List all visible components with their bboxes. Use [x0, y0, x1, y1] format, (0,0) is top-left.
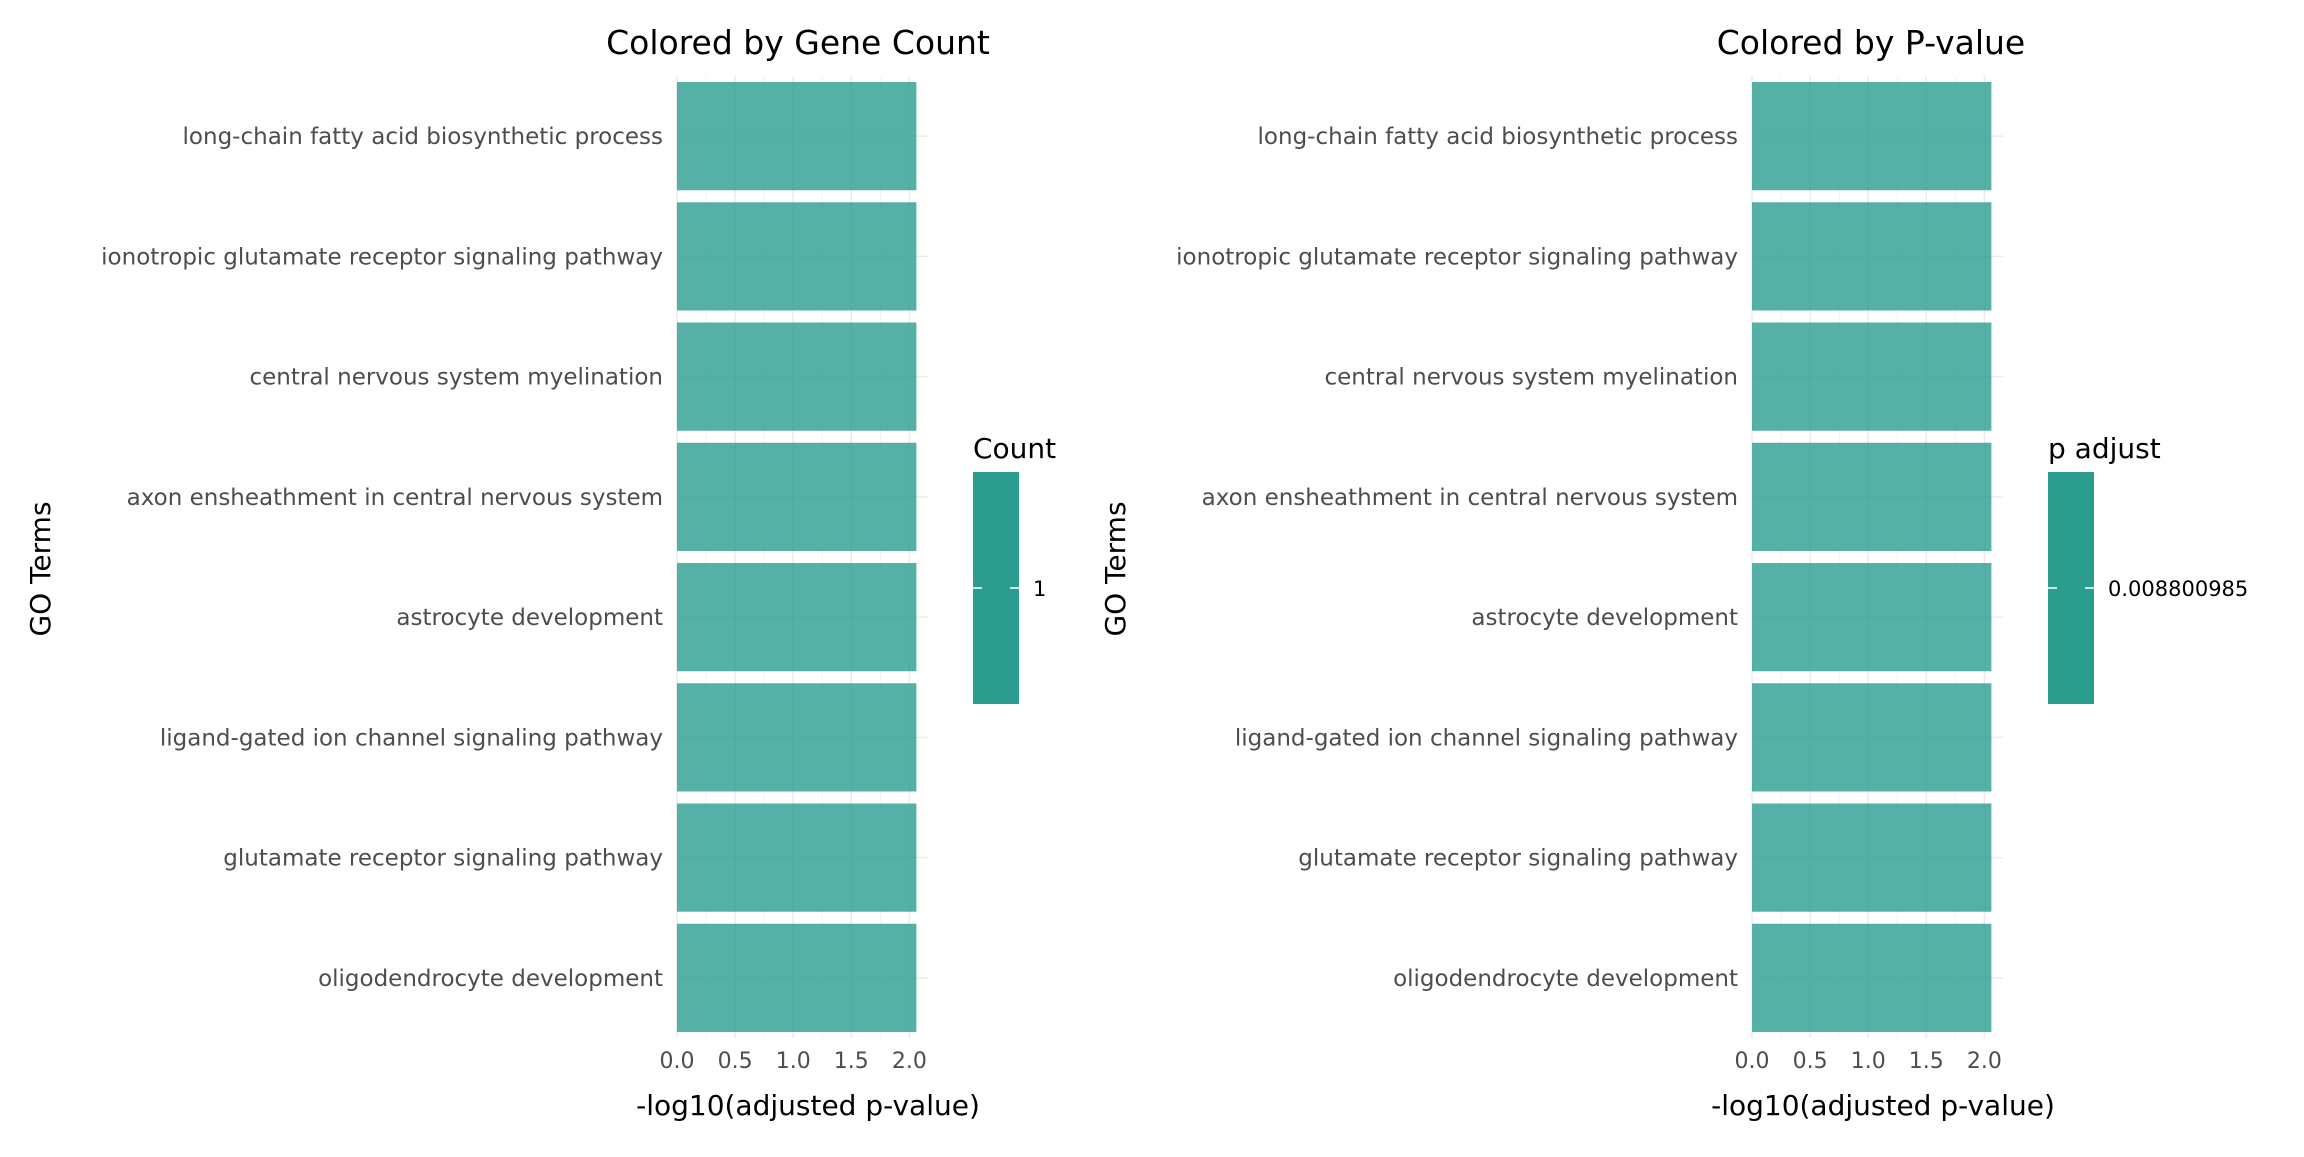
- bar: [677, 442, 917, 551]
- x-tick-label: 1.5: [834, 1049, 869, 1074]
- y-tick-label: astrocyte development: [1471, 605, 1738, 631]
- y-tick-label: central nervous system myelination: [249, 365, 663, 391]
- y-tick-label: long-chain fatty acid biosynthetic proce…: [183, 124, 663, 150]
- chart-panel-2: long-chain fatty acid biosynthetic proce…: [1099, 23, 2248, 1122]
- chart-title: Colored by Gene Count: [606, 23, 990, 62]
- bar: [1752, 563, 1992, 672]
- y-axis-title: GO Terms: [1099, 501, 1132, 636]
- legend: p adjust 0.008800985: [2048, 432, 2248, 704]
- bar: [1752, 442, 1992, 551]
- y-tick-label: axon ensheathment in central nervous sys…: [1202, 485, 1738, 511]
- x-tick-label: 1.5: [1909, 1049, 1944, 1074]
- bar: [677, 683, 917, 792]
- y-tick-label: ionotropic glutamate receptor signaling …: [1176, 244, 1738, 270]
- bar: [1752, 683, 1992, 792]
- y-tick-label: astrocyte development: [396, 605, 663, 631]
- x-axis-title: -log10(adjusted p-value): [1711, 1089, 2055, 1122]
- y-tick-label: oligodendrocyte development: [1393, 966, 1738, 992]
- x-tick-label: 1.0: [776, 1049, 811, 1074]
- y-tick-label: oligodendrocyte development: [318, 966, 663, 992]
- y-tick-label: ligand-gated ion channel signaling pathw…: [160, 725, 663, 751]
- x-tick-label: 0.5: [1793, 1049, 1828, 1074]
- legend-label: 1: [1033, 577, 1046, 601]
- y-tick-label: glutamate receptor signaling pathway: [223, 846, 663, 872]
- y-tick-label: central nervous system myelination: [1324, 365, 1738, 391]
- y-tick-label: ionotropic glutamate receptor signaling …: [101, 244, 663, 270]
- legend-title: Count: [973, 432, 1056, 465]
- x-tick-label: 2.0: [892, 1049, 927, 1074]
- legend-title: p adjust: [2048, 432, 2161, 465]
- y-axis-title: GO Terms: [24, 501, 57, 636]
- legend-label: 0.008800985: [2108, 577, 2248, 601]
- bar: [677, 322, 917, 431]
- chart-panel-1: long-chain fatty acid biosynthetic proce…: [24, 23, 1056, 1122]
- chart-title: Colored by P-value: [1717, 23, 2025, 62]
- x-tick-label: 0.5: [718, 1049, 753, 1074]
- y-tick-label: axon ensheathment in central nervous sys…: [127, 485, 663, 511]
- legend: Count 1: [973, 432, 1056, 704]
- x-tick-label: 0.0: [660, 1049, 695, 1074]
- bar: [677, 82, 917, 191]
- bar: [677, 563, 917, 672]
- bar: [1752, 82, 1992, 191]
- bar: [1752, 322, 1992, 431]
- bar: [1752, 923, 1992, 1032]
- bar: [1752, 202, 1992, 311]
- y-tick-label: long-chain fatty acid biosynthetic proce…: [1258, 124, 1738, 150]
- y-tick-label: ligand-gated ion channel signaling pathw…: [1235, 725, 1738, 751]
- x-tick-label: 2.0: [1967, 1049, 2002, 1074]
- bar: [677, 202, 917, 311]
- bar: [677, 923, 917, 1032]
- bar: [677, 803, 917, 912]
- bar: [1752, 803, 1992, 912]
- x-tick-label: 1.0: [1851, 1049, 1886, 1074]
- y-tick-label: glutamate receptor signaling pathway: [1298, 846, 1738, 872]
- x-axis-title: -log10(adjusted p-value): [636, 1089, 980, 1122]
- x-tick-label: 0.0: [1735, 1049, 1770, 1074]
